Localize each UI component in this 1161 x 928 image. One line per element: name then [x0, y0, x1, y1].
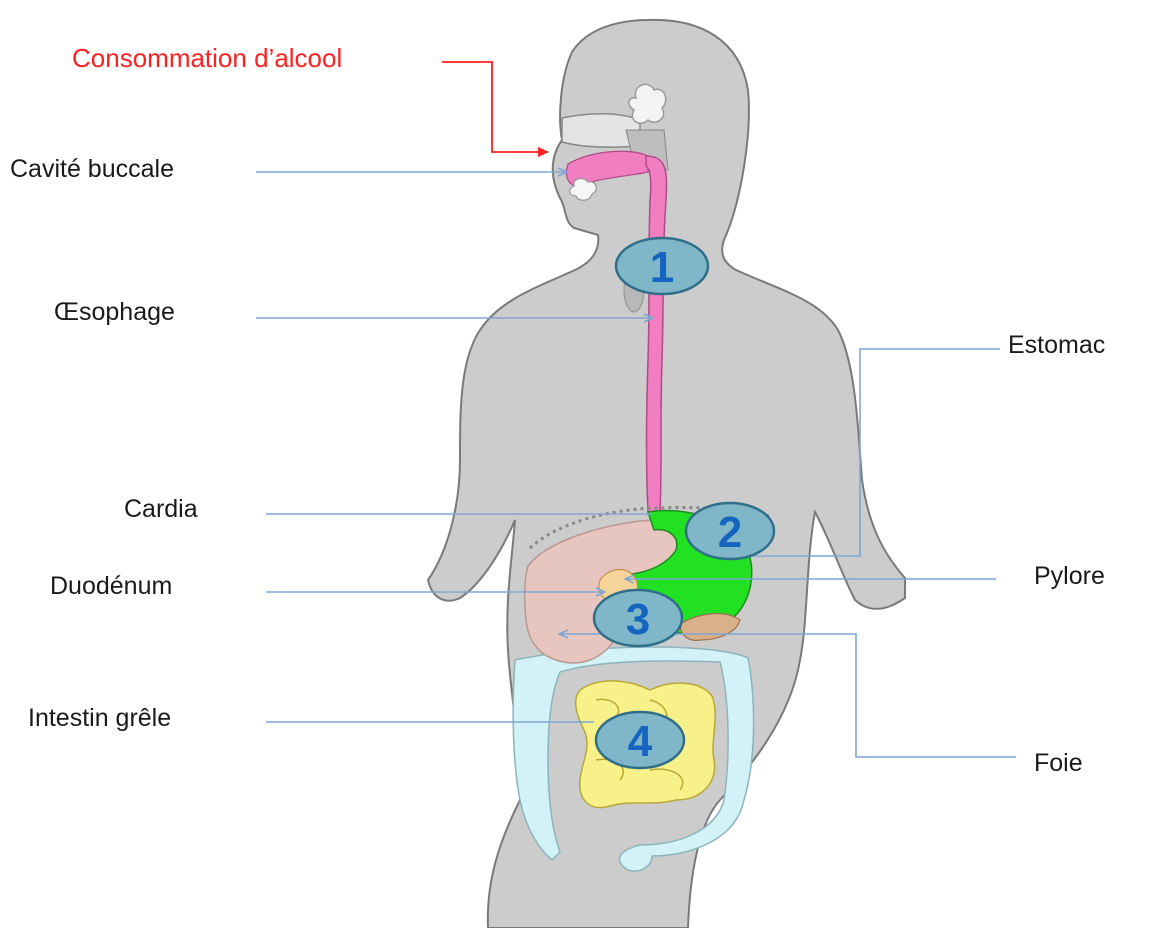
- label-duodenum: Duodénum: [50, 572, 172, 600]
- label-cardia: Cardia: [124, 495, 198, 523]
- leader-alcohol: [442, 62, 548, 152]
- marker-1-label: 1: [650, 243, 674, 292]
- marker-4-label: 4: [628, 717, 653, 766]
- marker-4: 4: [596, 712, 684, 768]
- label-esophagus: Œsophage: [54, 298, 175, 326]
- marker-1: 1: [616, 238, 708, 294]
- label-stomach: Estomac: [1008, 331, 1105, 359]
- label-pylorus: Pylore: [1034, 562, 1105, 590]
- label-small-intestine: Intestin grêle: [28, 704, 171, 732]
- marker-3: 3: [594, 590, 682, 646]
- label-alcohol: Consommation d’alcool: [72, 43, 342, 73]
- label-liver: Foie: [1034, 749, 1083, 777]
- marker-3-label: 3: [626, 595, 650, 644]
- marker-2-label: 2: [718, 508, 742, 557]
- label-mouth: Cavité buccale: [10, 155, 174, 183]
- marker-2: 2: [686, 503, 774, 559]
